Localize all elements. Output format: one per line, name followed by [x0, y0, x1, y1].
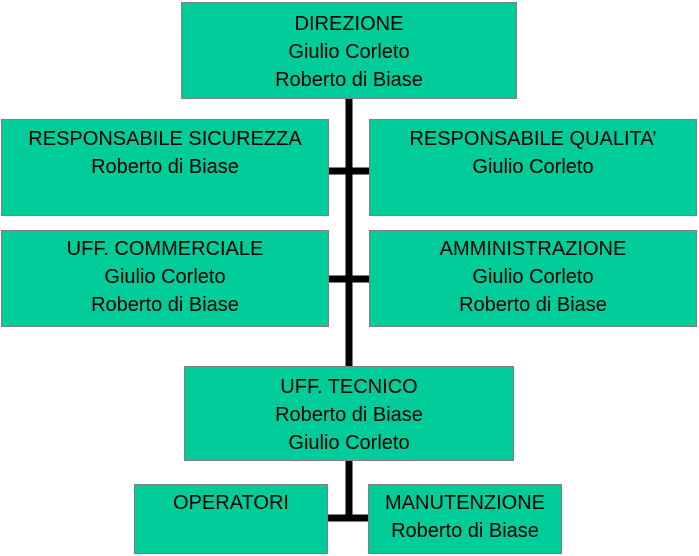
box-responsabile-qualita-name: Giulio Corleto [472, 156, 594, 178]
box-uff-tecnico: UFF. TECNICO Roberto di Biase Giulio Cor… [184, 366, 514, 461]
box-responsabile-qualita: RESPONSABILE QUALITA’ Giulio Corleto [369, 119, 697, 216]
box-responsabile-sicurezza-name: Roberto di Biase [91, 156, 239, 178]
box-amministrazione-title: AMMINISTRAZIONE [439, 238, 627, 260]
box-uff-commerciale-name-1: Giulio Corleto [104, 266, 226, 288]
box-uff-tecnico-name-2: Giulio Corleto [288, 432, 410, 454]
box-operatori: OPERATORI [134, 484, 328, 554]
box-direzione-name-1: Giulio Corleto [288, 41, 410, 63]
box-operatori-title: OPERATORI [173, 492, 289, 514]
box-uff-commerciale-name-2: Roberto di Biase [91, 294, 239, 316]
box-uff-tecnico-title: UFF. TECNICO [280, 376, 418, 398]
box-responsabile-sicurezza: RESPONSABILE SICUREZZA Roberto di Biase [1, 119, 329, 216]
box-direzione-name-2: Roberto di Biase [275, 69, 423, 91]
box-uff-commerciale-title: UFF. COMMERCIALE [66, 238, 264, 260]
box-manutenzione-title: MANUTENZIONE [385, 492, 545, 514]
box-uff-tecnico-name-1: Roberto di Biase [275, 404, 423, 426]
box-amministrazione-name-2: Roberto di Biase [459, 294, 607, 316]
box-uff-commerciale: UFF. COMMERCIALE Giulio Corleto Roberto … [1, 230, 329, 327]
box-responsabile-qualita-title: RESPONSABILE QUALITA’ [409, 128, 657, 150]
box-direzione-title: DIREZIONE [294, 13, 404, 35]
box-amministrazione: AMMINISTRAZIONE Giulio Corleto Roberto d… [369, 230, 697, 327]
box-manutenzione-name: Roberto di Biase [391, 520, 539, 542]
box-direzione: DIREZIONE Giulio Corleto Roberto di Bias… [181, 2, 517, 99]
box-amministrazione-name-1: Giulio Corleto [472, 266, 594, 288]
box-responsabile-sicurezza-title: RESPONSABILE SICUREZZA [28, 128, 302, 150]
box-manutenzione: MANUTENZIONE Roberto di Biase [368, 484, 562, 554]
